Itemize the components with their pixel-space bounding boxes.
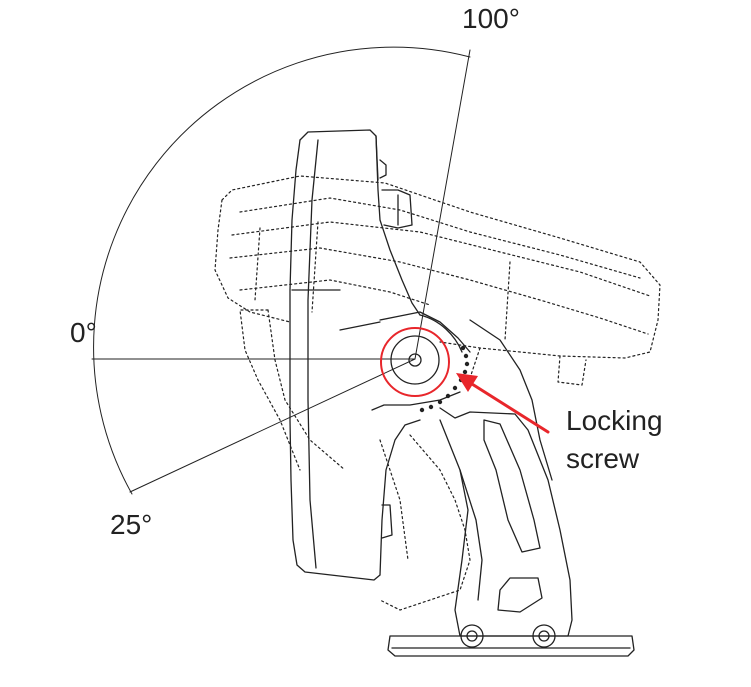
base-screw-left (460, 624, 484, 648)
base-screw-right (532, 624, 556, 648)
locking-screw-highlight (380, 327, 450, 397)
adjustment-knob (390, 335, 440, 385)
base-plate (387, 635, 635, 657)
display-unit (289, 129, 421, 581)
tilted-display-ghost (214, 175, 661, 611)
angle-label-25: 25° (110, 509, 153, 540)
callout-arrow (456, 373, 550, 434)
angle-label-100: 100° (462, 3, 520, 34)
callout-line-2: screw (566, 443, 640, 474)
angle-label-0: 0° (70, 317, 97, 348)
locking-screw-callout: Locking screw (566, 402, 663, 478)
mount-stand (439, 319, 573, 637)
reference-line-25 (129, 358, 416, 493)
tilt-range-arc (93, 46, 471, 495)
reference-line-100 (414, 49, 471, 360)
callout-line-1: Locking (566, 405, 663, 436)
